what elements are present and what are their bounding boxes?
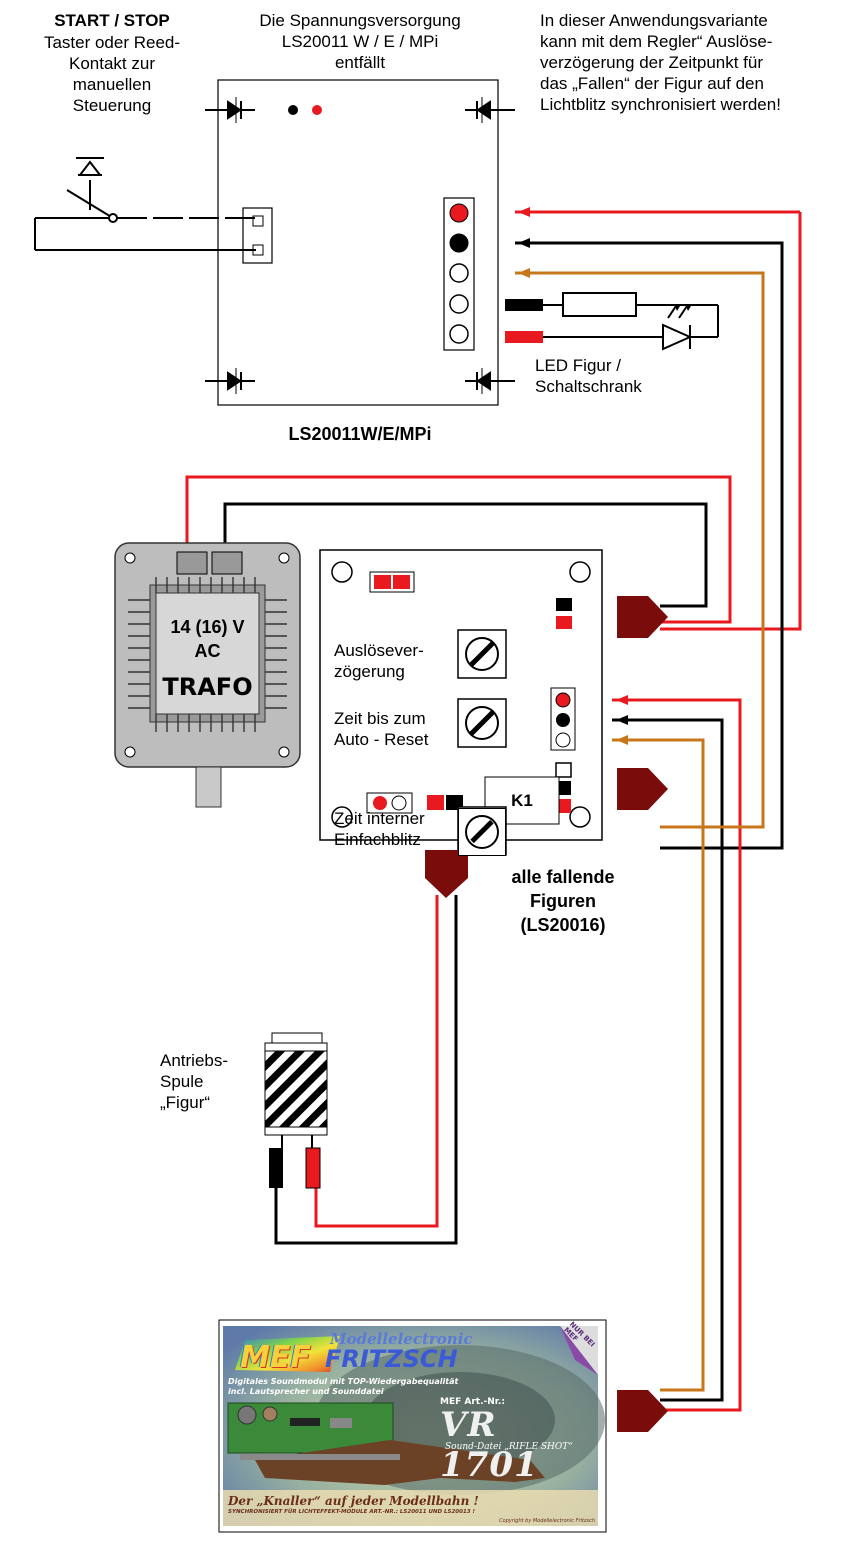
- app-note-line: das „Fallen“ der Figur auf den: [540, 74, 764, 93]
- pot2-label: Zeit bis zum Auto - Reset: [334, 708, 459, 750]
- coil-line: „Figur“: [160, 1093, 211, 1112]
- power-note-line: Die Spannungsversorgung: [259, 11, 461, 30]
- pot1-line: Auslösever-: [334, 641, 424, 660]
- app-note-line: In dieser Anwendungsvariante: [540, 11, 768, 30]
- sound-slogan: Der „Knaller“ auf jeder Modellbahn !: [228, 1494, 479, 1508]
- sound-copyright: Copyright by Modellelectronic Fritzsch: [499, 1518, 595, 1524]
- app-note-line: kann mit dem Regler“ Auslöse-: [540, 32, 773, 51]
- trafo-body: [114, 542, 301, 808]
- coil-label: Antriebs- Spule „Figur“: [160, 1050, 260, 1113]
- led-label-line: LED Figur /: [535, 356, 621, 375]
- sound-file-label: Sound-Datei „RIFLE SHOT“: [445, 1442, 573, 1452]
- trafo-voltage: 14 (16) V: [170, 617, 245, 637]
- power-note-line: entfällt: [334, 53, 386, 72]
- corner-diode-icon: [205, 97, 515, 394]
- trafo-fins: [128, 577, 287, 732]
- figures-line: (LS20016): [520, 915, 606, 935]
- pot3-label: Zeit interner Einfachblitz: [334, 808, 459, 850]
- coil-line: Antriebs-: [160, 1051, 229, 1070]
- coil-line: Spule: [160, 1072, 204, 1091]
- start-stop-title: START / STOP: [54, 11, 170, 30]
- sound-sync-note: SYNCHRONISIERT FÜR LICHTEFFEKT-MODULE AR…: [228, 1509, 476, 1515]
- sound-module-image: [218, 1319, 607, 1533]
- sound-brand-top: Modellelectronic: [330, 1330, 473, 1348]
- pot2-line: Zeit bis zum: [334, 709, 426, 728]
- start-stop-line: Taster oder Reed-: [43, 33, 181, 52]
- application-note: In dieser Anwendungsvariante kann mit de…: [540, 10, 845, 115]
- plug-icon: [425, 596, 668, 1432]
- start-stop-desc: Taster oder Reed- Kontakt zur manuellen …: [2, 32, 222, 116]
- pot1-label: Auslösever- zögerung: [334, 640, 454, 682]
- trafo-ac: AC: [194, 641, 221, 661]
- pot2-line: Auto - Reset: [334, 730, 429, 749]
- sound-subtitle-1: Digitales Soundmodul mit TOP-Wiedergabeq…: [228, 1377, 459, 1386]
- start-stop-line: Steuerung: [72, 96, 152, 115]
- pot3-line: Zeit interner: [334, 809, 425, 828]
- sound-brand-fritzsch: FRITZSCH: [325, 1345, 458, 1373]
- sound-brand-mef: MEF: [240, 1340, 311, 1375]
- power-note-line: LS20011 W / E / MPi: [281, 32, 439, 51]
- power-note: Die Spannungsversorgung LS20011 W / E / …: [210, 10, 510, 73]
- pot3-knob-icon: [465, 815, 499, 849]
- pot3-box: [458, 808, 506, 856]
- pot3-line: Einfachblitz: [334, 830, 421, 849]
- sound-art-label: MEF Art.-Nr.:: [440, 1397, 505, 1407]
- start-stop-line: manuellen: [72, 75, 152, 94]
- led-label: LED Figur / Schaltschrank: [535, 355, 685, 397]
- trafo-label: TRAFO: [162, 673, 253, 701]
- relay-k1: K1: [511, 791, 533, 810]
- figures-label: alle fallende Figuren (LS20016): [478, 865, 648, 937]
- start-stop-line: Kontakt zur: [69, 54, 155, 73]
- switch-symbol: [34, 157, 256, 251]
- ls20011-label: LS20011W/E/MPi: [288, 424, 432, 444]
- led-label-line: Schaltschrank: [535, 377, 642, 396]
- sound-art-number: VR 1701: [440, 1405, 539, 1485]
- figures-line: Figuren: [530, 891, 596, 911]
- pot1-line: zögerung: [334, 662, 405, 681]
- controller-board: [319, 549, 603, 841]
- sound-subtitle-2: incl. Lautsprecher und Sounddatei: [228, 1387, 384, 1396]
- app-note-line: Lichtblitz synchronisiert werden!: [540, 95, 781, 114]
- figures-line: alle fallende: [511, 867, 615, 887]
- drive-coil: [264, 1032, 328, 1189]
- app-note-line: verzögerung der Zeitpunkt für: [540, 53, 764, 72]
